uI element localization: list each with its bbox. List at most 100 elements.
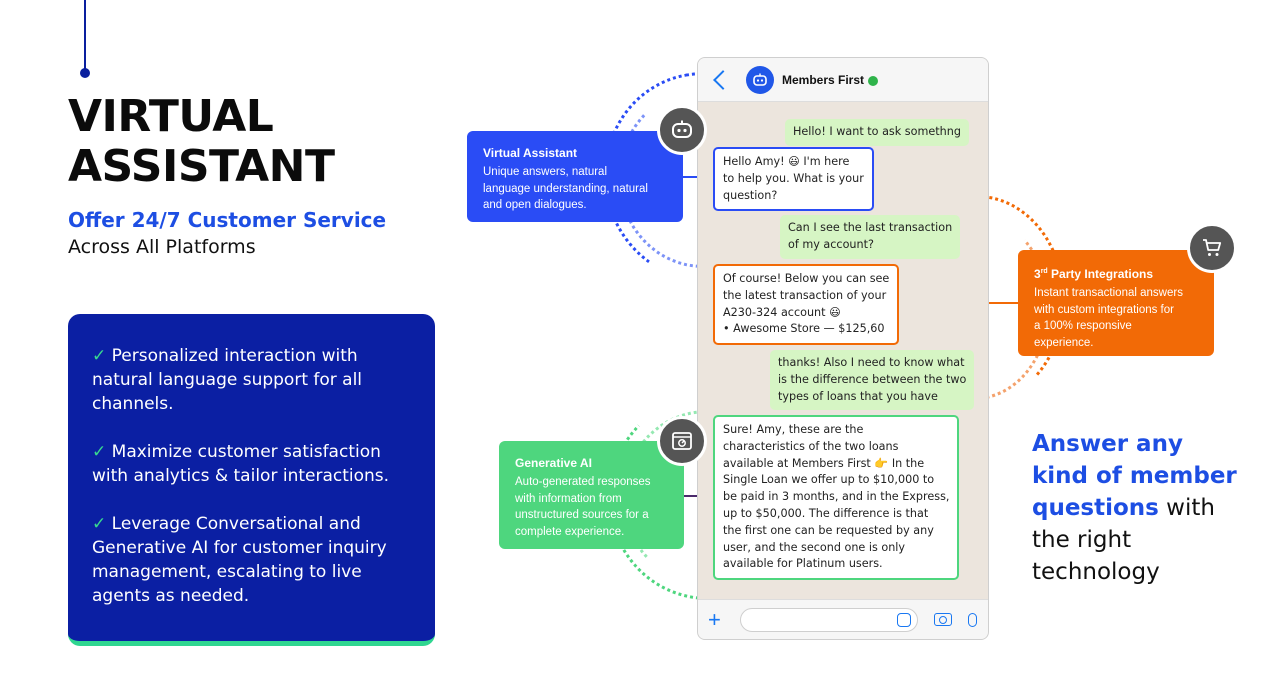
callout-third-party-integrations: 3rd Party Integrations Instant transacti… bbox=[1018, 250, 1214, 356]
callout-line: unstructured sources for a bbox=[515, 509, 649, 522]
feature-text: Personalized interaction with bbox=[111, 346, 358, 366]
answer-statement: Answer any kind of member questions with… bbox=[1032, 428, 1237, 588]
message-line: available at Members First 👉 In the bbox=[723, 456, 925, 470]
feature-text: Generative AI for customer inquiry bbox=[92, 538, 387, 558]
answer-rest: with bbox=[1158, 495, 1215, 521]
answer-accent: questions bbox=[1032, 495, 1159, 521]
callout-virtual-assistant: Virtual Assistant Unique answers, natura… bbox=[467, 131, 683, 222]
message-line: types of loans that you have bbox=[778, 389, 938, 403]
page-title: VIRTUAL ASSISTANT bbox=[68, 92, 335, 192]
feature-text: channels. bbox=[92, 394, 174, 414]
chat-message-incoming: Sure! Amy, these are the characteristics… bbox=[713, 415, 960, 581]
chat-phone: Members First Hello! I want to ask somet… bbox=[697, 57, 989, 640]
check-icon: ✓ bbox=[92, 514, 107, 534]
title-line-2: ASSISTANT bbox=[68, 141, 335, 192]
chat-message-incoming: Of course! Below you can see the latest … bbox=[713, 264, 900, 346]
contact-name[interactable]: Members First bbox=[782, 72, 865, 87]
feature-text: agents as needed. bbox=[92, 586, 250, 606]
message-line: to help you. What is your bbox=[723, 171, 864, 185]
message-line: the first one can be requested by any bbox=[723, 523, 934, 537]
callout-title-number: 3 bbox=[1034, 267, 1041, 281]
plus-icon[interactable]: + bbox=[708, 606, 721, 632]
callout-line: and open dialogues. bbox=[483, 199, 587, 212]
avatar[interactable] bbox=[746, 65, 774, 94]
answer-line: Answer any bbox=[1032, 431, 1183, 457]
cart-badge bbox=[1187, 223, 1237, 273]
callout-line: Unique answers, natural bbox=[483, 165, 608, 178]
feature-item: ✓ Leverage Conversational and Generative… bbox=[92, 512, 415, 608]
feature-item: ✓ Personalized interaction with natural … bbox=[92, 344, 415, 416]
message-line: Hello! I want to ask somethng bbox=[793, 125, 961, 138]
verified-icon bbox=[868, 75, 879, 86]
callout-description: Unique answers, natural language underst… bbox=[483, 164, 669, 214]
feature-text: management, escalating to live bbox=[92, 562, 362, 582]
chat-message-incoming: Hello Amy! 😃 I'm here to help you. What … bbox=[713, 147, 874, 212]
chat-message-outgoing: thanks! Also I need to know what is the … bbox=[770, 350, 975, 411]
check-icon: ✓ bbox=[92, 442, 107, 462]
subtitle-rest: Across All Platforms bbox=[68, 236, 256, 258]
message-line: characteristics of the two loans bbox=[723, 439, 899, 453]
callout-line: Auto-generated responses bbox=[515, 475, 651, 488]
chat-message-outgoing: Can I see the last transaction of my acc… bbox=[780, 215, 961, 259]
callout-line: language understanding, natural bbox=[483, 182, 648, 195]
callout-title: 3rd Party Integrations bbox=[1034, 264, 1200, 283]
decorative-line bbox=[84, 0, 86, 72]
message-line: Of course! Below you can see bbox=[723, 272, 890, 285]
message-line: is the difference between the two bbox=[778, 372, 967, 386]
chat-header: Members First bbox=[698, 58, 988, 102]
message-line: available for Platinum users. bbox=[723, 557, 883, 571]
cart-icon bbox=[1203, 239, 1222, 256]
bot-icon bbox=[672, 120, 692, 138]
feature-text: Maximize customer satisfaction bbox=[111, 442, 381, 462]
title-line-1: VIRTUAL bbox=[68, 91, 274, 142]
message-line: Can I see the last transaction bbox=[788, 221, 953, 234]
answer-line: questions with bbox=[1032, 492, 1237, 524]
message-line: of my account? bbox=[788, 237, 874, 251]
bot-icon bbox=[753, 73, 767, 86]
bot-badge bbox=[657, 105, 707, 155]
feature-text: Leverage Conversational and bbox=[111, 514, 361, 534]
check-icon: ✓ bbox=[92, 346, 107, 366]
message-line: be paid in 3 months, and in the Express, bbox=[723, 490, 950, 504]
feature-item: ✓ Maximize customer satisfaction with an… bbox=[92, 440, 415, 488]
callout-line: Instant transactional answers bbox=[1034, 286, 1183, 299]
callout-title-suffix: rd bbox=[1040, 268, 1048, 275]
callout-line: with information from bbox=[515, 492, 622, 505]
callout-line: experience. bbox=[1034, 337, 1094, 350]
callout-generative-ai: Generative AI Auto-generated responses w… bbox=[499, 441, 684, 549]
message-line: thanks! Also I need to know what bbox=[778, 356, 965, 369]
message-line: up to $50,000. The difference is that bbox=[723, 506, 929, 520]
message-line: Single Loan we offer up to $10,000 to bbox=[723, 473, 935, 487]
message-line: user, and the second one is only bbox=[723, 540, 906, 554]
camera-icon[interactable] bbox=[934, 613, 952, 626]
callout-title: Generative AI bbox=[515, 456, 592, 470]
answer-line: kind of member bbox=[1032, 463, 1237, 489]
callout-description: Auto-generated responses with informatio… bbox=[515, 474, 670, 541]
answer-line: technology bbox=[1032, 559, 1160, 585]
message-line: question? bbox=[723, 188, 778, 202]
feature-text: natural language support for all bbox=[92, 370, 363, 390]
ai-badge bbox=[657, 416, 707, 466]
features-card: ✓ Personalized interaction with natural … bbox=[68, 314, 435, 646]
message-line: A230-324 account 😃 bbox=[723, 305, 841, 319]
message-line: the latest transaction of your bbox=[723, 288, 887, 302]
callout-title-text: Party Integrations bbox=[1047, 267, 1154, 281]
message-line: • Awesome Store — $125,60 bbox=[723, 322, 885, 336]
callout-line: with custom integrations for bbox=[1034, 303, 1174, 316]
message-line: Sure! Amy, these are the bbox=[723, 423, 864, 436]
message-input[interactable] bbox=[740, 607, 918, 632]
sticker-icon[interactable] bbox=[897, 612, 911, 627]
mic-icon[interactable] bbox=[968, 612, 977, 627]
back-icon[interactable] bbox=[713, 69, 733, 90]
callout-title: Virtual Assistant bbox=[483, 146, 578, 160]
feature-text: with analytics & tailor interactions. bbox=[92, 466, 390, 486]
decorative-dot bbox=[80, 68, 90, 78]
ai-screen-icon bbox=[672, 432, 692, 450]
answer-line: the right bbox=[1032, 527, 1132, 553]
message-line: Hello Amy! 😃 I'm here bbox=[723, 155, 850, 168]
callout-line: complete experience. bbox=[515, 526, 625, 539]
chat-composer: + bbox=[698, 599, 988, 639]
callout-description: Instant transactional answers with custo… bbox=[1034, 285, 1200, 352]
callout-line: a 100% responsive bbox=[1034, 320, 1132, 333]
subtitle-accent: Offer 24/7 Customer Service bbox=[68, 208, 387, 232]
